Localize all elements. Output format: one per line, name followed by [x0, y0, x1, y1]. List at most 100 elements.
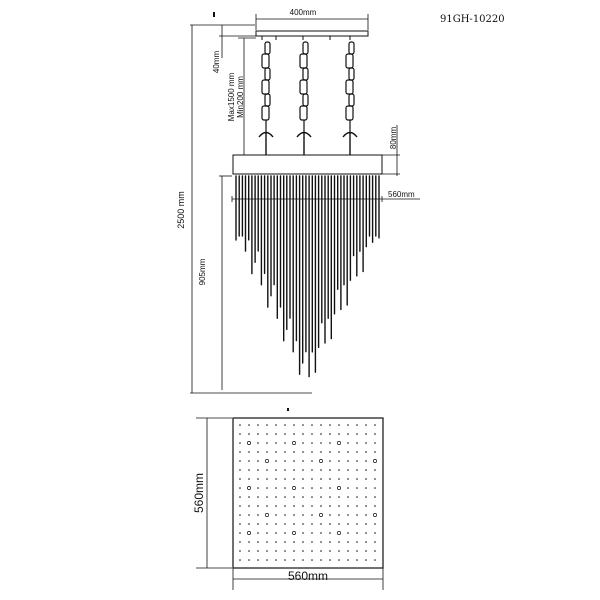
plan-crystal-dot	[311, 469, 313, 471]
plan-crystal-dot	[347, 541, 349, 543]
plan-crystal-dot	[257, 550, 259, 552]
chain-center	[299, 41, 309, 132]
plan-crystal-dot	[247, 531, 251, 535]
plan-crystal-dot	[374, 451, 376, 453]
plan-crystal-dot	[374, 424, 376, 426]
plan-depth-dimension	[196, 417, 232, 569]
plan-crystal-dot	[311, 460, 313, 462]
plan-crystal-dot	[302, 487, 304, 489]
plan-crystal-dot	[275, 433, 277, 435]
plan-crystal-dot	[311, 532, 313, 534]
frame-height-dimension	[382, 125, 400, 176]
plan-crystal-dot	[329, 433, 331, 435]
plan-crystal-dot	[347, 451, 349, 453]
chain-max-label: Max1500 mm	[227, 72, 236, 121]
plan-crystal-dot	[266, 532, 268, 534]
plan-crystal-dot	[265, 513, 269, 517]
plan-crystal-dot	[329, 478, 331, 480]
plan-crystal-dot	[284, 460, 286, 462]
plan-crystal-dot	[365, 523, 367, 525]
plan-crystal-dot	[302, 469, 304, 471]
plan-crystal-dot	[337, 531, 341, 535]
plan-crystal-dot	[329, 451, 331, 453]
plan-crystal-dot	[293, 433, 295, 435]
plan-crystal-dot	[257, 460, 259, 462]
plan-crystal-dot	[248, 550, 250, 552]
plan-crystal-dot	[293, 469, 295, 471]
plan-crystal-dot	[320, 451, 322, 453]
chains	[261, 41, 355, 132]
plan-crystal-dot	[374, 550, 376, 552]
plan-crystal-dot	[275, 523, 277, 525]
plan-crystal-dot	[239, 550, 241, 552]
plan-crystal-dot	[239, 478, 241, 480]
plan-crystal-dot	[356, 451, 358, 453]
plan-dot-mark	[287, 408, 289, 411]
plan-crystal-dot	[247, 441, 251, 445]
plan-crystal-dot	[320, 532, 322, 534]
plan-crystal-dot	[365, 478, 367, 480]
plan-crystal-dot	[356, 460, 358, 462]
plan-crystal-dot	[374, 433, 376, 435]
plan-crystal-dot	[356, 433, 358, 435]
chain-length-dimension	[238, 37, 262, 156]
plan-crystal-dot	[356, 496, 358, 498]
plan-crystal-dot	[329, 541, 331, 543]
plan-crystal-dot	[338, 424, 340, 426]
plan-crystal-dot	[302, 460, 304, 462]
plan-crystal-dot	[337, 441, 341, 445]
plan-crystal-dot	[284, 532, 286, 534]
plan-crystal-dot	[266, 496, 268, 498]
plan-crystal-dot	[248, 460, 250, 462]
plan-crystal-dot	[275, 496, 277, 498]
pointer-mark	[213, 12, 215, 17]
plan-crystal-dot	[302, 514, 304, 516]
plan-crystal-dot	[248, 496, 250, 498]
frame-width-label: 560mm	[388, 190, 415, 199]
plan-crystal-dot	[293, 451, 295, 453]
plan-crystal-dot	[266, 559, 268, 561]
plan-crystal-dot	[284, 451, 286, 453]
plan-crystal-dot	[239, 559, 241, 561]
crystal-drop-dimension	[219, 175, 232, 390]
plan-crystal-dot	[347, 460, 349, 462]
plan-crystal-dot	[302, 424, 304, 426]
plan-crystal-dot	[257, 523, 259, 525]
plan-crystal-dot	[265, 459, 269, 463]
plan-crystal-dot	[356, 442, 358, 444]
plan-crystal-dot	[338, 559, 340, 561]
plan-crystal-dot	[311, 451, 313, 453]
plan-crystal-dot	[257, 451, 259, 453]
plan-crystal-dot	[248, 469, 250, 471]
plan-crystal-dot	[311, 550, 313, 552]
plan-crystal-dot	[266, 541, 268, 543]
plan-crystal-dot	[257, 478, 259, 480]
plan-crystal-dot	[293, 424, 295, 426]
crystal-rods	[235, 175, 380, 378]
plan-depth-label: 560mm	[192, 473, 206, 513]
plan-crystal-dot	[293, 559, 295, 561]
plan-crystal-dot	[284, 496, 286, 498]
plan-crystal-dot	[239, 433, 241, 435]
plan-crystal-dot	[365, 487, 367, 489]
plan-crystal-dot	[365, 559, 367, 561]
plan-crystal-dot	[319, 513, 323, 517]
plan-crystal-dot	[293, 550, 295, 552]
plan-crystal-dot	[284, 523, 286, 525]
plan-crystal-dot	[257, 424, 259, 426]
plan-crystal-dot	[293, 523, 295, 525]
plan-crystal-dot	[266, 442, 268, 444]
plan-crystal-dot	[329, 469, 331, 471]
plan-crystal-dot	[347, 487, 349, 489]
plan-crystal-dot	[257, 487, 259, 489]
plan-crystal-dot	[284, 478, 286, 480]
plan-crystal-dot	[257, 541, 259, 543]
plan-crystal-dot	[365, 451, 367, 453]
plan-crystal-dot	[374, 487, 376, 489]
plan-crystal-dots	[239, 424, 377, 561]
plan-crystal-dot	[374, 496, 376, 498]
plan-crystal-dot	[266, 523, 268, 525]
plan-crystal-dot	[302, 550, 304, 552]
canopy	[255, 30, 369, 37]
plan-crystal-dot	[239, 424, 241, 426]
